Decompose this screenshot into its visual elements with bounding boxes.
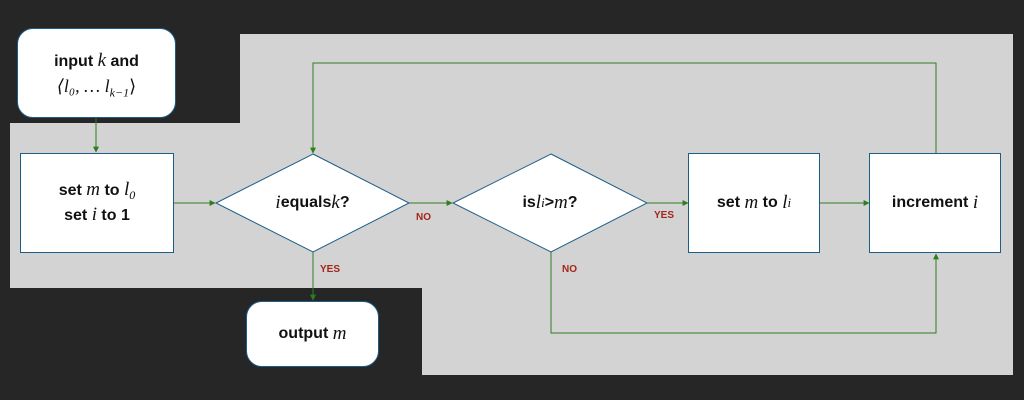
input-node-line2: ⟨l₀, … lk−1⟩ [56,74,137,100]
init-line1: set m to l0 [59,178,136,203]
assign-var-l: l [782,192,788,213]
input-list-start: ⟨l₀, … l [56,75,110,96]
edge-cond2-no [550,252,939,334]
cond1-var-k: k [331,192,340,213]
cond2-text-q: ? [567,194,578,211]
init-var-l: l [124,179,130,200]
input-node: input k and ⟨l₀, … lk−1⟩ [17,28,176,118]
input-text: input [54,52,98,70]
decision-diamond-cond2 [451,153,649,253]
label-cond2-no: NO [562,264,577,275]
assign-text-to: to [758,194,783,211]
output-node: output m [246,301,379,367]
label-cond2-yes: YES [654,210,675,221]
input-list-sub: k−1 [109,85,130,100]
increment-node: increment i [869,153,1001,253]
input-var-k: k [97,49,107,71]
output-var-m: m [332,323,347,344]
init-text-set-2: set [64,207,92,224]
increment-var-i: i [972,192,979,213]
cond2-var-m: m [554,192,568,213]
assign-text-set: set [716,194,741,211]
init-line2: set i to 1 [64,203,130,228]
init-text-set: set [58,182,87,199]
cond1-text: equals [280,194,332,211]
cond2-text-gt: > [544,194,555,211]
cond1-label: i equals k? [216,154,409,252]
output-text: output [278,325,333,342]
decision-diamond-cond1 [214,153,411,253]
init-var-m: m [86,179,101,200]
cond2-var-l: l [535,192,542,213]
edge-loop-back [310,62,937,154]
input-node-line1: input k and [54,49,139,74]
increment-text: increment [891,194,973,211]
init-var-i: i [91,204,97,225]
cond2-text-is: is [522,194,536,211]
label-cond1-no: NO [416,212,431,223]
label-cond1-yes: YES [320,264,341,275]
cond1-var-i: i [275,192,281,213]
init-text-to: to [100,182,125,199]
assign-var-m: m [744,192,759,213]
init-sub-0: 0 [129,188,136,203]
input-list-end: ⟩ [129,75,137,96]
init-node: set m to l0 set i to 1 [20,153,174,253]
input-text-and: and [106,52,139,70]
init-value-one: 1 [120,207,130,224]
init-text-to-2: to [96,207,121,224]
cond1-question-mark: ? [339,194,350,211]
